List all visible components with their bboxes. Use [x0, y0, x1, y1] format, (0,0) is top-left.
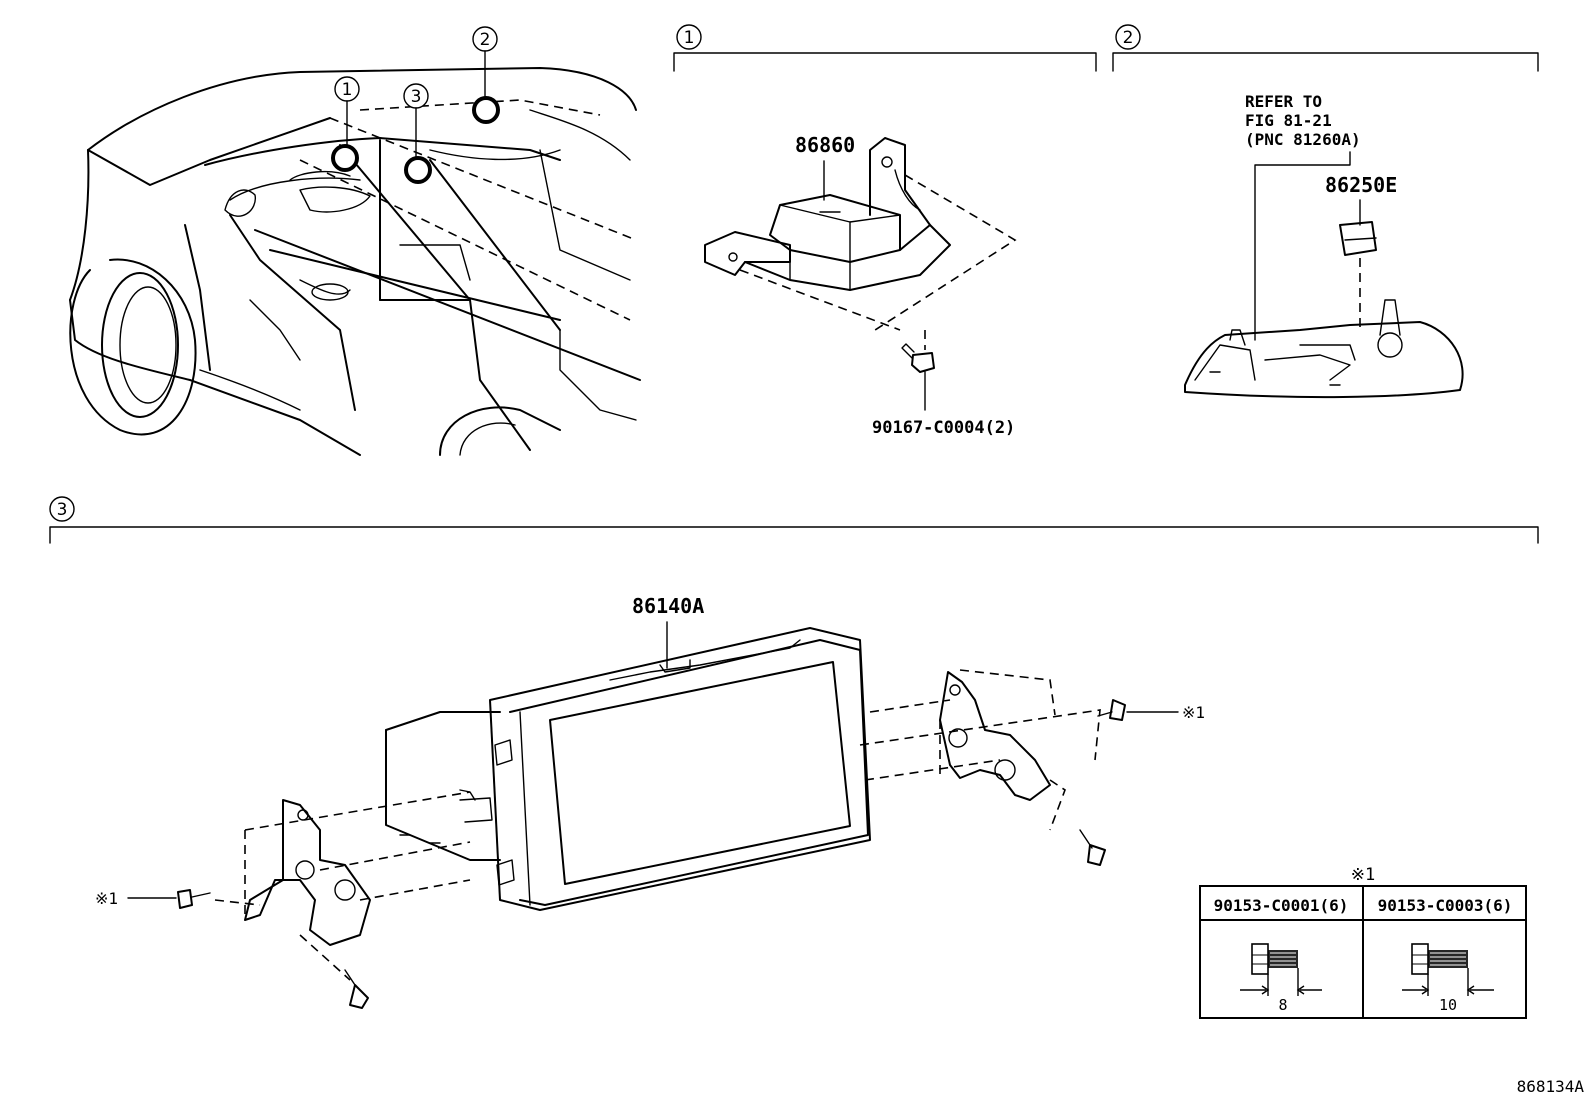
section-2-header: 2: [1112, 24, 1539, 72]
location-marker-3: [404, 156, 432, 184]
location-marker-2: [472, 96, 500, 124]
section-3-callout: 3: [57, 500, 68, 520]
dash-panel-clock-assembly: [1184, 151, 1464, 399]
note-mark-right: ※1: [1182, 703, 1205, 722]
callout-3-label: 3: [411, 87, 422, 107]
refer-to-line-2: FIG 81-21: [1245, 111, 1332, 130]
overview-callouts: 1 3 2: [331, 26, 500, 184]
part-number-86250E: 86250E: [1325, 173, 1397, 197]
airbag-sensor-assembly: [704, 137, 1017, 411]
bolt-icon-8mm: [1240, 943, 1322, 996]
note-mark-left: ※1: [95, 889, 118, 908]
part-number-86140A: 86140A: [632, 594, 704, 618]
section-3-header: 3: [49, 496, 1539, 544]
location-marker-1: [331, 144, 359, 172]
bolt-table-col1-dim: 8: [1278, 996, 1287, 1014]
display-unit-assembly: ※1 ※1: [95, 621, 1205, 1009]
refer-to-line-3: (PNC 81260A): [1245, 130, 1361, 149]
part-number-86860: 86860: [795, 133, 855, 157]
section-1-callout: 1: [684, 28, 695, 48]
callout-2-label: 2: [480, 30, 491, 50]
figure-id: 868134A: [1517, 1077, 1585, 1096]
bolt-spec-table: ※1 90153-C0001(6) 90153-C0003(6) 8: [1199, 865, 1527, 1019]
bolt-table-col2-dim: 10: [1439, 996, 1457, 1014]
bolt-table-col2-part: 90153-C0003(6): [1378, 896, 1513, 915]
bolt-table-header: ※1: [1351, 865, 1375, 885]
car-overview-illustration: [69, 67, 641, 456]
section-2-callout: 2: [1123, 28, 1134, 48]
bolt-table-col1-part: 90153-C0001(6): [1214, 896, 1349, 915]
callout-1-label: 1: [342, 80, 353, 100]
bolt-icon-10mm: [1402, 943, 1494, 996]
refer-to-line-1: REFER TO: [1245, 92, 1322, 111]
part-number-90167-C0004: 90167-C0004(2): [872, 418, 1015, 438]
section-1-header: 1: [673, 24, 1097, 72]
